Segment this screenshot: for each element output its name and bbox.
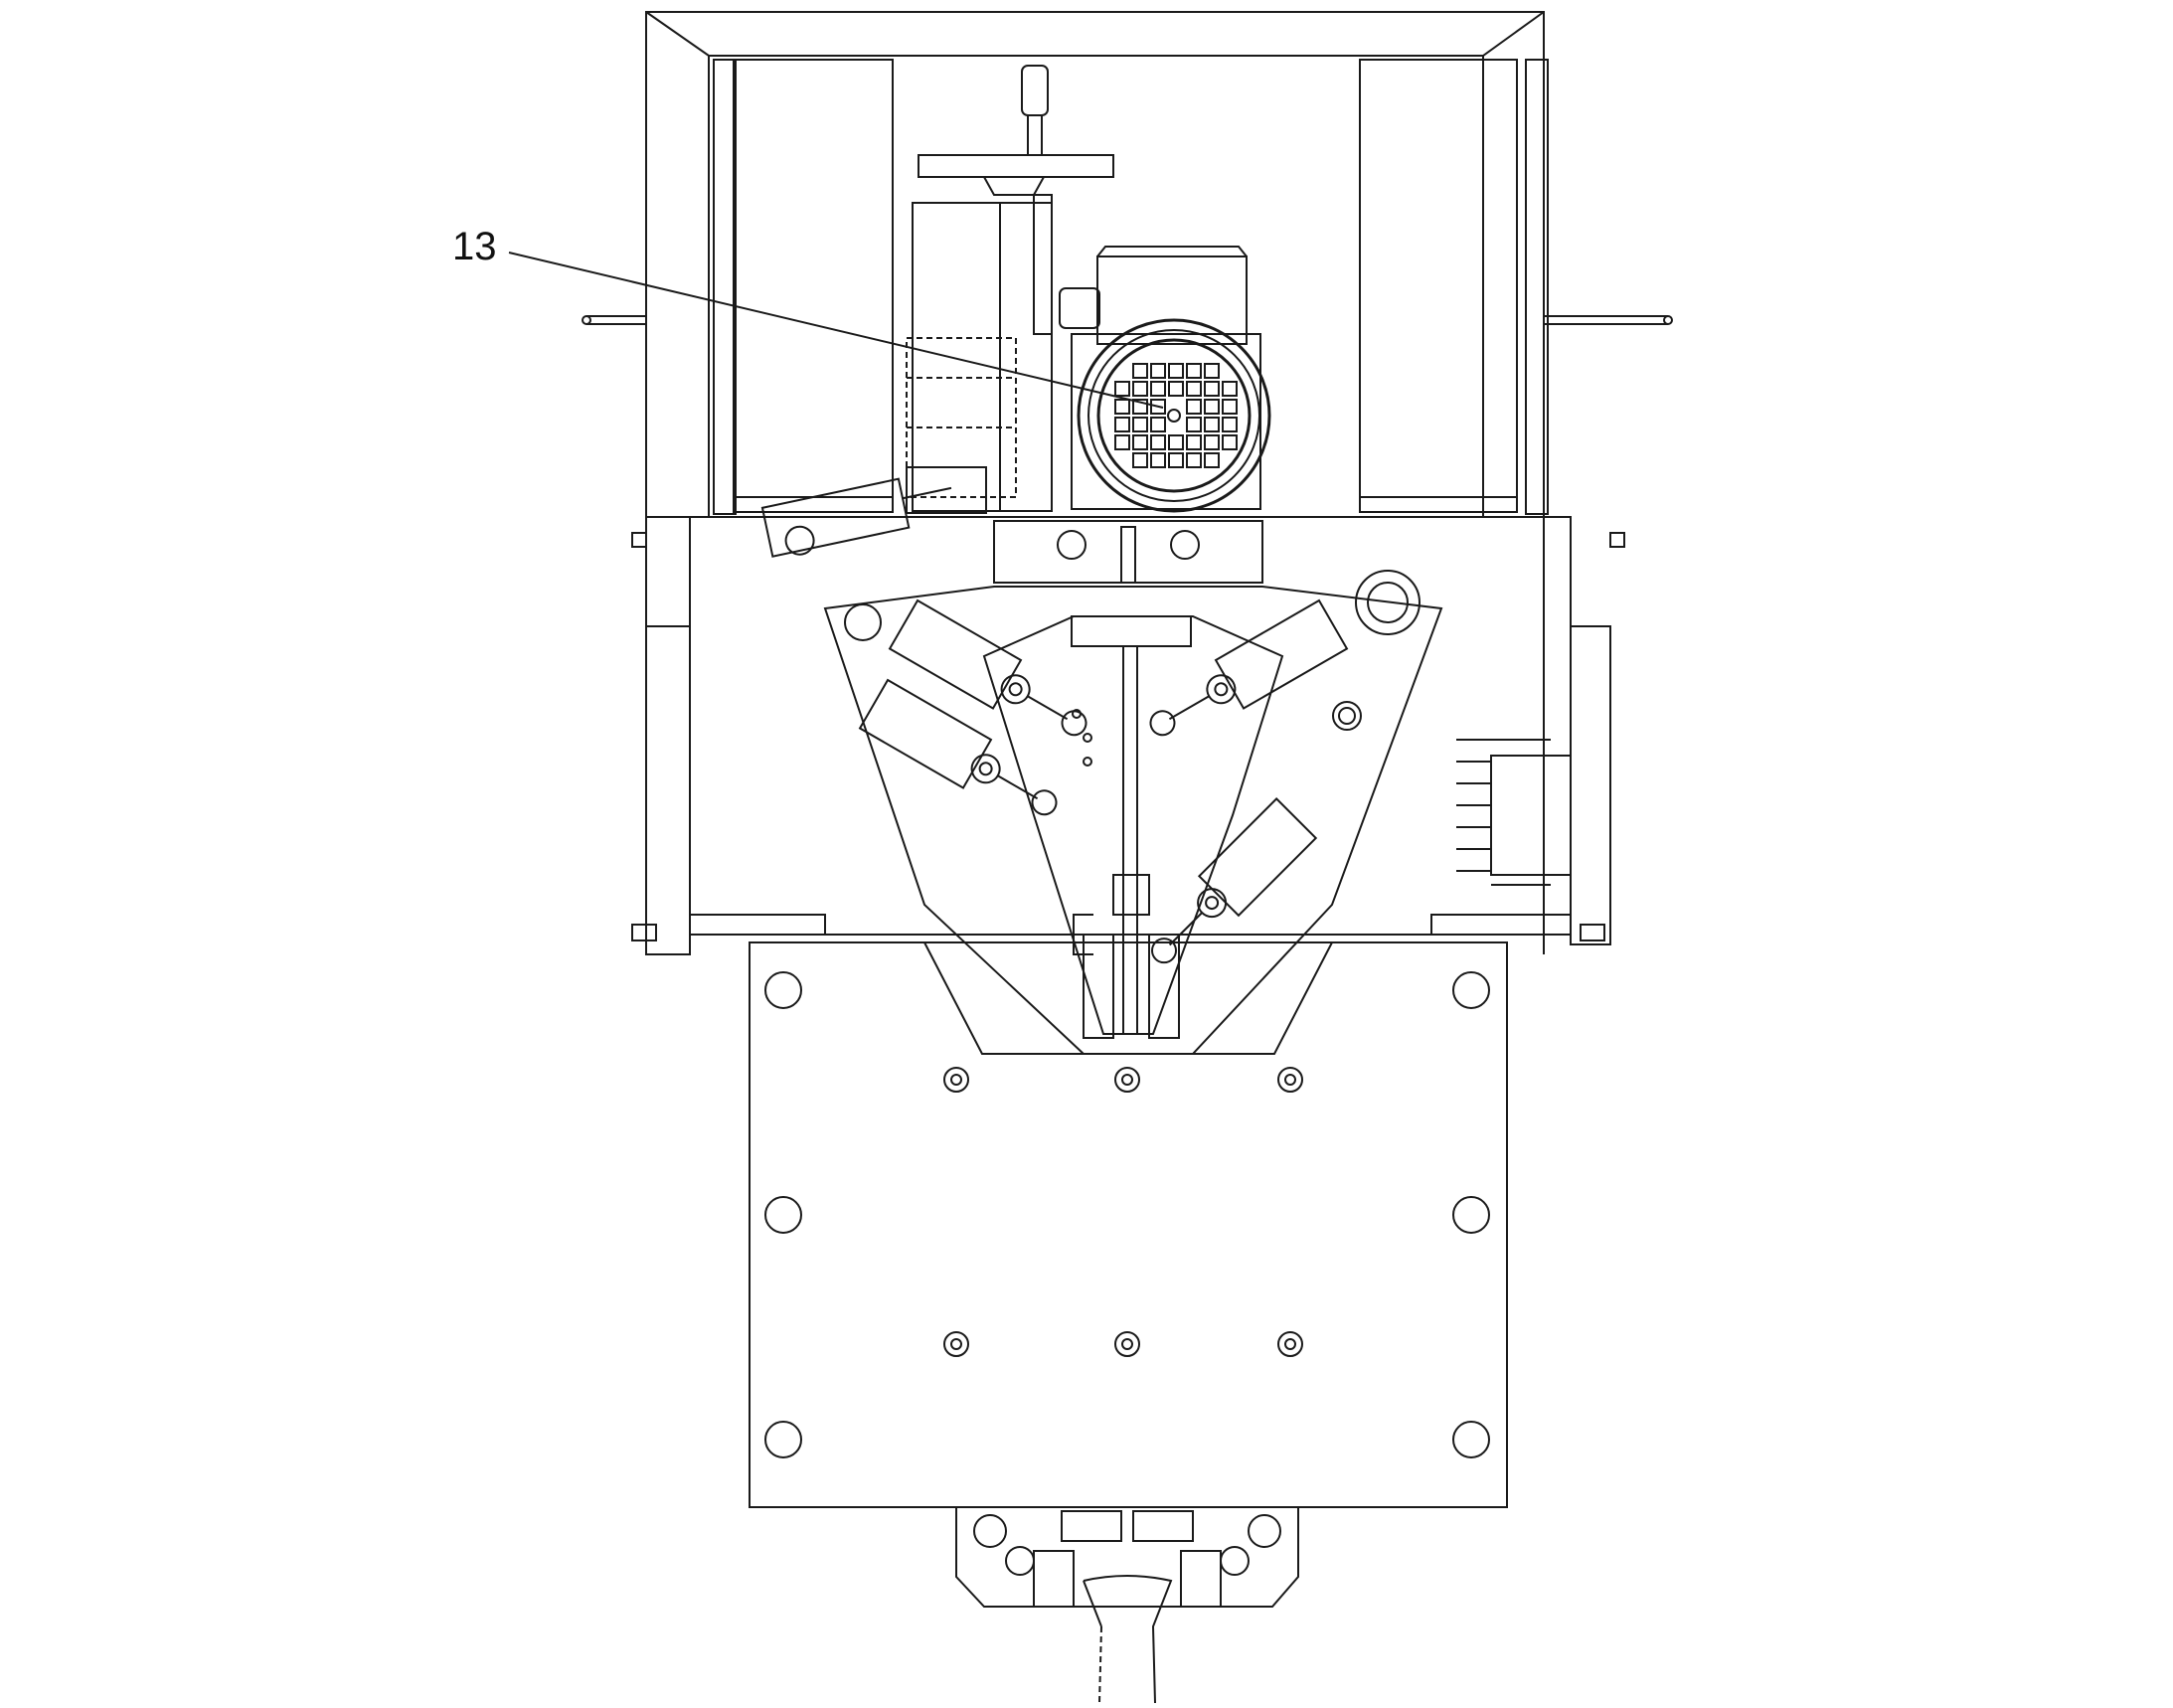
limit-switch-upper-left xyxy=(888,598,1087,737)
upper-housing xyxy=(582,11,1673,518)
handwheel-assembly xyxy=(906,65,1114,514)
limit-switch-middle-left xyxy=(858,678,1058,816)
callout-13-label: 13 xyxy=(452,225,497,268)
limit-switch-upper-right xyxy=(1149,598,1349,737)
rail-clamp xyxy=(955,1507,1299,1704)
middle-frame xyxy=(631,516,1625,1055)
callout-13-leader xyxy=(508,252,1164,409)
motor xyxy=(1059,246,1271,513)
heat-sink xyxy=(1456,739,1572,886)
limit-switch-top-left xyxy=(760,477,952,558)
lower-plate xyxy=(749,941,1508,1508)
fan-grille xyxy=(1114,363,1238,468)
